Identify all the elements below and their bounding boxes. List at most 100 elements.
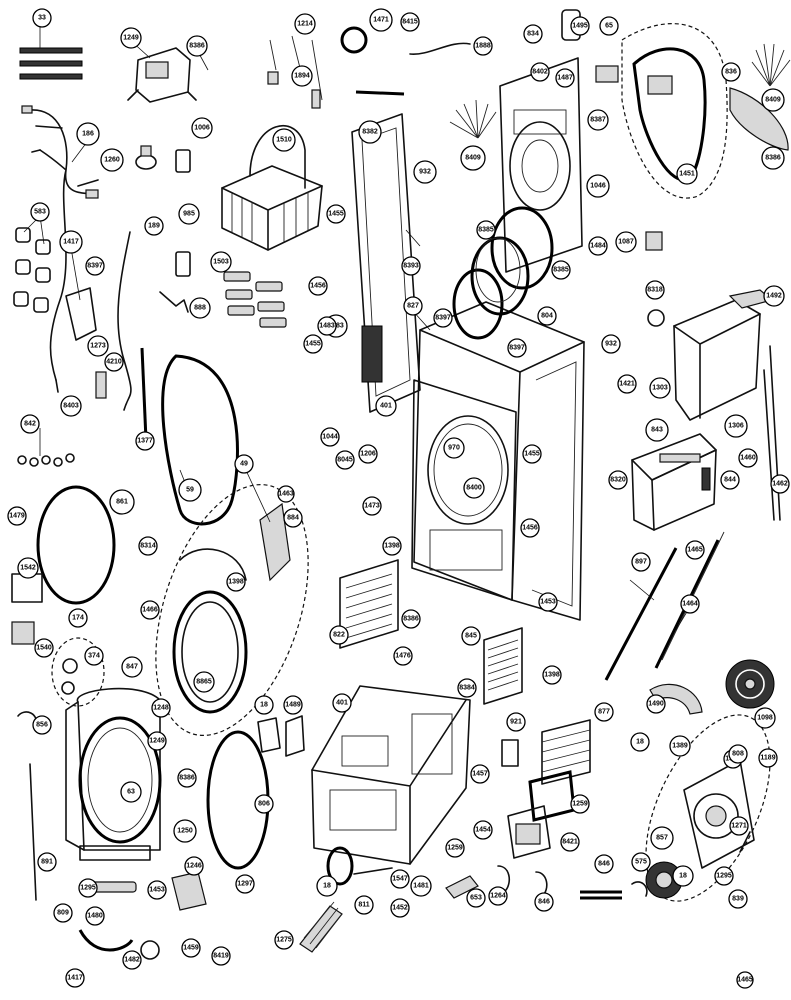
callout-18: 18	[316, 875, 338, 897]
callout-number: 8320	[610, 477, 626, 484]
callout-number: 1547	[392, 876, 408, 883]
callout-circle	[316, 875, 338, 897]
callout-number: 1306	[728, 423, 744, 430]
callout-number: 1503	[213, 259, 229, 266]
callout-circle	[390, 869, 410, 889]
part-thermostat	[175, 251, 191, 277]
callout-circle	[84, 646, 104, 666]
callout-number: 1484	[590, 243, 606, 250]
callout-1421: 1421	[617, 374, 637, 394]
part-screw-set	[17, 453, 75, 467]
callout-number: 8421	[562, 839, 578, 846]
callout-number: 18	[323, 883, 331, 890]
callout-811: 811	[354, 895, 374, 915]
callout-number: 1453	[540, 599, 556, 606]
callout-circle	[120, 781, 142, 803]
callout-8386: 8386	[401, 609, 421, 629]
callout-1260: 1260	[100, 148, 124, 172]
callout-number: 1454	[475, 827, 491, 834]
callout-circle	[354, 895, 374, 915]
callout-575: 575	[631, 852, 651, 872]
part-screw-burst-top-right	[751, 43, 791, 87]
callout-number: 1421	[619, 381, 635, 388]
callout-number: 1495	[572, 23, 588, 30]
callout-circle	[738, 448, 758, 468]
part-lint-filter	[483, 627, 523, 705]
callout-number: 8314	[140, 543, 156, 550]
part-spring	[739, 831, 751, 853]
callout-number: 845	[465, 633, 477, 640]
callout-number: 8385	[478, 227, 494, 234]
callout-921: 921	[506, 712, 526, 732]
callout-856: 856	[32, 715, 52, 735]
callout-number: 877	[598, 709, 610, 716]
callout-1492: 1492	[763, 285, 785, 307]
callout-circle	[560, 832, 580, 852]
callout-897: 897	[631, 552, 651, 572]
callout-number: 174	[72, 615, 84, 622]
callout-circle	[7, 506, 27, 526]
callout-circle	[191, 117, 213, 139]
callout-number: 1006	[194, 125, 210, 132]
callout-1455: 1455	[522, 444, 542, 464]
callout-number: 1459	[183, 945, 199, 952]
callout-number: 8386	[403, 616, 419, 623]
part-drum-rings	[452, 206, 554, 340]
callout-circle	[754, 707, 776, 729]
part-blower-wheel	[725, 659, 775, 709]
callout-33: 33	[32, 8, 52, 28]
callout-number: 847	[126, 664, 138, 671]
callout-number: 1464	[682, 601, 698, 608]
part-wire-harness	[21, 105, 99, 393]
part-mount-bracket	[501, 739, 519, 767]
part-door-gasket	[161, 354, 239, 526]
callout-1087: 1087	[615, 231, 637, 253]
callout-circle	[523, 24, 543, 44]
callout-1250: 1250	[173, 819, 197, 843]
callout-1044: 1044	[320, 427, 340, 447]
callout-circle	[234, 454, 254, 474]
callout-number: 921	[510, 719, 522, 726]
part-toe-panel-clip	[171, 871, 207, 911]
callout-1479: 1479	[7, 506, 27, 526]
callout-653: 653	[466, 888, 486, 908]
callout-number: 49	[240, 461, 248, 468]
part-drum-assembly	[155, 483, 309, 737]
callout-number: 1455	[524, 451, 540, 458]
callout-number: 1044	[322, 434, 338, 441]
callout-8045: 8045	[335, 450, 355, 470]
callout-circle	[147, 731, 167, 751]
callout-number: 401	[380, 403, 392, 410]
callout-circle	[104, 352, 124, 372]
callout-number: 1271	[731, 823, 747, 830]
callout-number: 8384	[459, 685, 475, 692]
callout-401: 401	[375, 395, 397, 417]
callout-number: 1398	[384, 543, 400, 550]
callout-806: 806	[254, 794, 274, 814]
callout-circle	[184, 856, 204, 876]
callout-65: 65	[599, 16, 619, 36]
part-door-switch	[159, 291, 189, 313]
callout-8397: 8397	[433, 308, 453, 328]
callout-number: 1465	[737, 977, 753, 984]
callout-1454: 1454	[473, 820, 493, 840]
callout-circle	[680, 594, 700, 614]
callout-number: 1260	[104, 157, 120, 164]
callout-number: 1417	[63, 239, 79, 246]
callout-circle	[676, 163, 698, 185]
callout-circle	[254, 794, 274, 814]
callout-1297: 1297	[235, 874, 255, 894]
callout-circle	[277, 485, 295, 503]
callout-circle	[714, 866, 734, 886]
part-hose-pair	[580, 890, 622, 900]
callout-number: 857	[656, 835, 668, 842]
callout-circle	[646, 694, 666, 714]
callout-number: 846	[538, 899, 550, 906]
callout-number: 897	[635, 559, 647, 566]
callout-circle	[100, 148, 124, 172]
callout-1476: 1476	[393, 646, 413, 666]
callout-985: 985	[178, 203, 200, 225]
callout-circle	[32, 8, 52, 28]
callout-1503: 1503	[210, 251, 232, 273]
callout-8314: 8314	[138, 536, 158, 556]
